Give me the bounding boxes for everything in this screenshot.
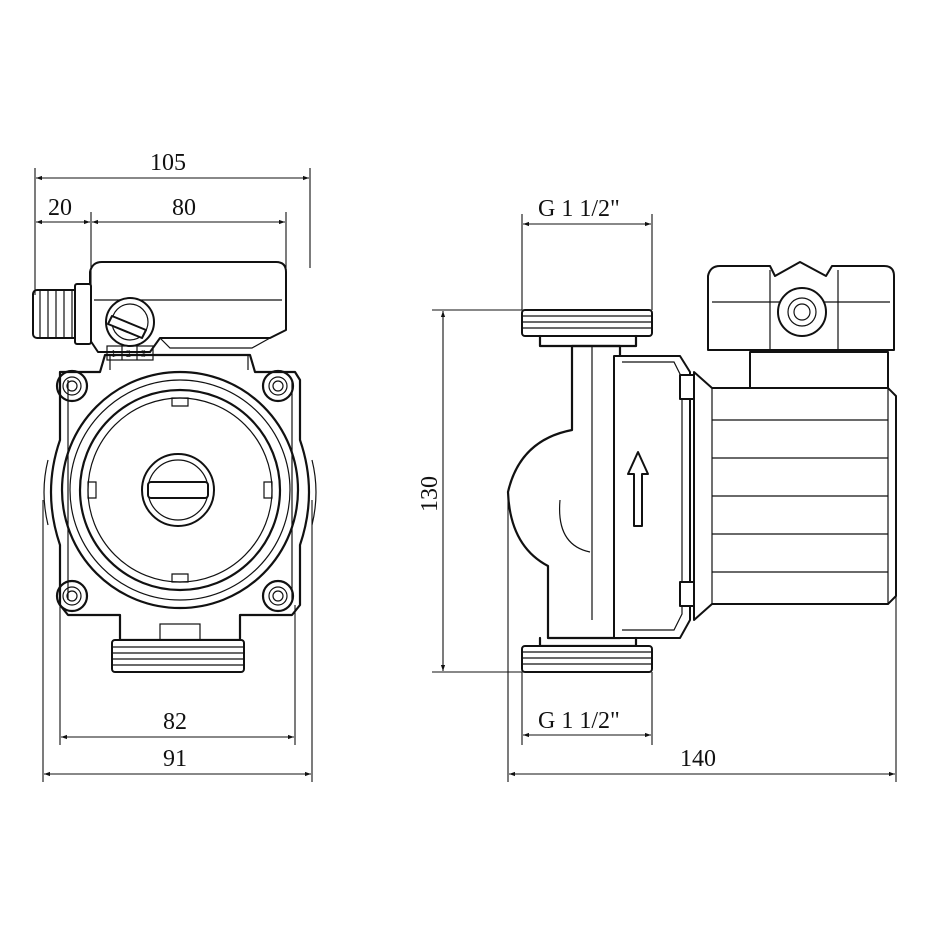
- front-body-inner-edge: [67, 380, 293, 600]
- center-plug: [141, 453, 215, 527]
- side-view: G 1 1/2" 130 G 1 1/2" 140: [417, 196, 897, 782]
- bolt-bottom-right: [261, 579, 295, 613]
- side-pipe-curve: [558, 499, 591, 553]
- front-body-outline: [49, 353, 311, 642]
- speed-selector: 1 2 3: [105, 297, 155, 361]
- dim-91-label: 91: [163, 746, 187, 772]
- side-top-thread: [521, 309, 653, 348]
- dim-80-label: 80: [172, 195, 196, 221]
- bolt-top-right: [261, 369, 295, 403]
- motor-face: [60, 370, 300, 610]
- bolt-holes: [55, 369, 295, 613]
- side-terminal-box: [707, 261, 895, 389]
- side-pipe-body: [506, 344, 622, 640]
- speed-label-1: 1: [111, 349, 116, 360]
- speed-label-2: 2: [126, 349, 131, 360]
- speed-label-3: 3: [141, 349, 146, 360]
- dim-105-label: 105: [150, 150, 186, 176]
- front-view: 1 2 3: [32, 150, 317, 782]
- side-motor-housing: [693, 371, 897, 621]
- front-bottom-thread: [111, 623, 245, 673]
- dim-bottom-thread-label: G 1 1/2": [538, 708, 620, 734]
- dim-140-label: 140: [680, 746, 716, 772]
- cable-gland: [32, 283, 92, 345]
- dim-20-label: 20: [48, 195, 72, 221]
- front-dimensions: 105 20 80 82 91: [34, 150, 313, 782]
- side-flange: [613, 355, 695, 639]
- dim-top-thread-label: G 1 1/2": [538, 196, 620, 222]
- bolt-top-left: [55, 369, 89, 403]
- dim-130-label: 130: [417, 476, 443, 512]
- side-bottom-thread: [521, 636, 653, 673]
- side-dimensions: G 1 1/2" 130 G 1 1/2" 140: [417, 196, 897, 782]
- flow-arrow-icon: [627, 451, 649, 527]
- bolt-bottom-left: [55, 579, 89, 613]
- dim-82-label: 82: [163, 709, 187, 735]
- front-body-side-bulge: [43, 459, 317, 526]
